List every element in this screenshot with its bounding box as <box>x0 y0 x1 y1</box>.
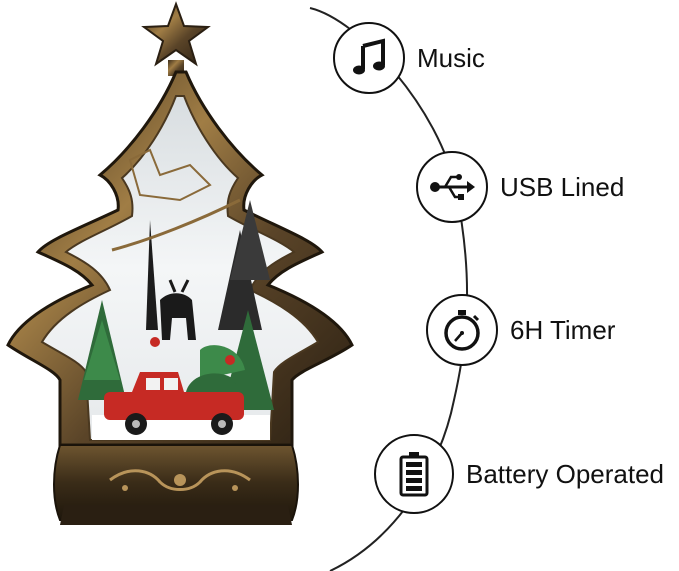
feature-battery: Battery Operated <box>374 434 664 514</box>
tree-star <box>141 1 211 67</box>
red-truck <box>104 372 244 435</box>
feature-usb: USB Lined <box>416 151 624 223</box>
feature-label: 6H Timer <box>510 314 616 345</box>
feature-label: Music <box>417 42 485 73</box>
battery-icon <box>374 434 454 514</box>
timer-icon <box>426 294 498 366</box>
music-note-icon <box>333 22 405 94</box>
usb-icon <box>416 151 488 223</box>
christmas-tree-lantern-image <box>6 1 354 525</box>
feature-music: Music <box>333 22 485 94</box>
feature-timer: 6H Timer <box>426 294 615 366</box>
feature-label: USB Lined <box>500 171 625 202</box>
feature-label: Battery Operated <box>466 458 664 489</box>
